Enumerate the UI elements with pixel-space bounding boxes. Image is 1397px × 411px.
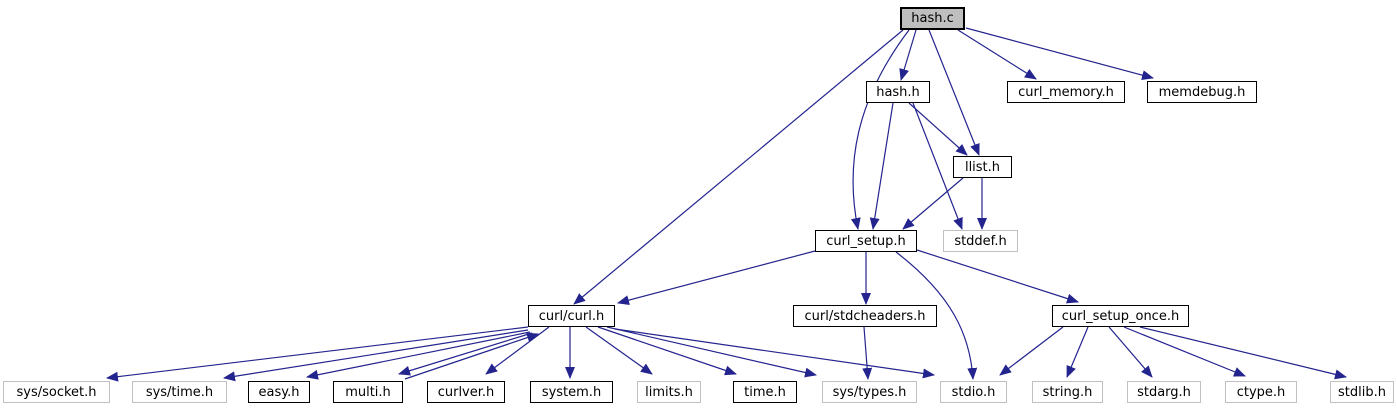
graph-node-curl-memory-h[interactable]: curl_memory.h [1007, 81, 1125, 103]
edge-curl-curl-h-to-time-h [597, 326, 737, 376]
graph-node-multi-h[interactable]: multi.h [333, 381, 403, 403]
edge-hash-h-to-curl-setup-h [869, 102, 894, 230]
graph-node-sys-types-h: sys/types.h [822, 381, 917, 403]
edge-hash-c-to-curl-memory-h [957, 29, 1037, 80]
graph-node-curl-stdcheaders-h[interactable]: curl/stdcheaders.h [793, 305, 937, 327]
graph-node-hash-c: hash.c [900, 7, 965, 30]
edge-curl-setup-once-h-to-stdio-h [999, 326, 1064, 376]
graph-node-stdlib-h: stdlib.h [1330, 381, 1394, 403]
graph-node-stdarg-h: stdarg.h [1127, 381, 1201, 403]
graph-node-stdio-h: stdio.h [940, 381, 1007, 403]
edges-group [106, 27, 1347, 382]
graph-node-curlver-h[interactable]: curlver.h [427, 381, 505, 403]
graph-node-llist-h[interactable]: llist.h [953, 156, 1012, 178]
graph-node-stddef-h: stddef.h [943, 230, 1018, 252]
edge-curl-curl-h-to-limits-h [585, 326, 653, 375]
edge-curl-setup-once-h-to-stdlib-h [1139, 326, 1347, 380]
edge-curl-setup-once-h-to-stdarg-h [1108, 326, 1153, 378]
edge-multi-h-to-curl-curl-h [404, 332, 539, 380]
graph-node-string-h: string.h [1032, 381, 1103, 403]
edge-hash-c-to-curl-setup-h [850, 29, 910, 230]
edge-hash-c-to-hash-h [899, 29, 917, 81]
edge-curl-curl-h-to-multi-h [398, 332, 533, 376]
graph-node-curl-setup-once-h[interactable]: curl_setup_once.h [1052, 305, 1189, 327]
graph-node-sys-socket-h: sys/socket.h [3, 381, 110, 403]
edge-curl-curl-h-to-sys-time-h [223, 329, 529, 382]
edge-curl-curl-h-to-stdio-h [614, 328, 935, 379]
graph-node-system-h[interactable]: system.h [530, 381, 613, 403]
graph-node-time-h[interactable]: time.h [733, 381, 797, 403]
edge-curl-curl-h-to-sys-socket-h [106, 326, 529, 382]
graph-node-easy-h[interactable]: easy.h [248, 381, 310, 403]
edge-llist-h-to-curl-setup-h [902, 177, 964, 230]
edge-curl-curl-h-to-curlver-h [485, 326, 550, 375]
edge-curl-stdcheaders-h-to-sys-types-h [862, 326, 873, 380]
edge-curl-setup-h-to-stdio-h [895, 251, 978, 380]
edge-curl-curl-h-to-easy-h [306, 331, 531, 380]
graph-node-sys-time-h: sys/time.h [132, 381, 227, 403]
edge-curl-setup-once-h-to-string-h [1066, 326, 1089, 378]
edge-curl-setup-h-to-curl-setup-once-h [916, 249, 1079, 304]
edge-hash-c-to-memdebug-h [965, 27, 1154, 80]
graph-node-curl-curl-h[interactable]: curl/curl.h [528, 305, 615, 327]
graph-node-ctype-h: ctype.h [1225, 381, 1297, 403]
edge-curl-setup-once-h-to-ctype-h [1123, 326, 1246, 377]
edge-curl-setup-h-to-curl-curl-h [617, 250, 816, 306]
graph-node-curl-setup-h[interactable]: curl_setup.h [815, 230, 917, 252]
edge-hash-h-to-stddef-h [912, 102, 963, 230]
edge-hash-c-to-curl-curl-h [573, 29, 904, 305]
edge-hash-h-to-llist-h [908, 102, 968, 156]
edge-curl-curl-h-to-sys-types-h [606, 326, 817, 378]
edge-hash-c-to-llist-h [928, 29, 980, 156]
graph-node-memdebug-h[interactable]: memdebug.h [1147, 81, 1257, 103]
graph-node-limits-h: limits.h [637, 381, 701, 403]
graph-node-hash-h[interactable]: hash.h [866, 81, 930, 103]
